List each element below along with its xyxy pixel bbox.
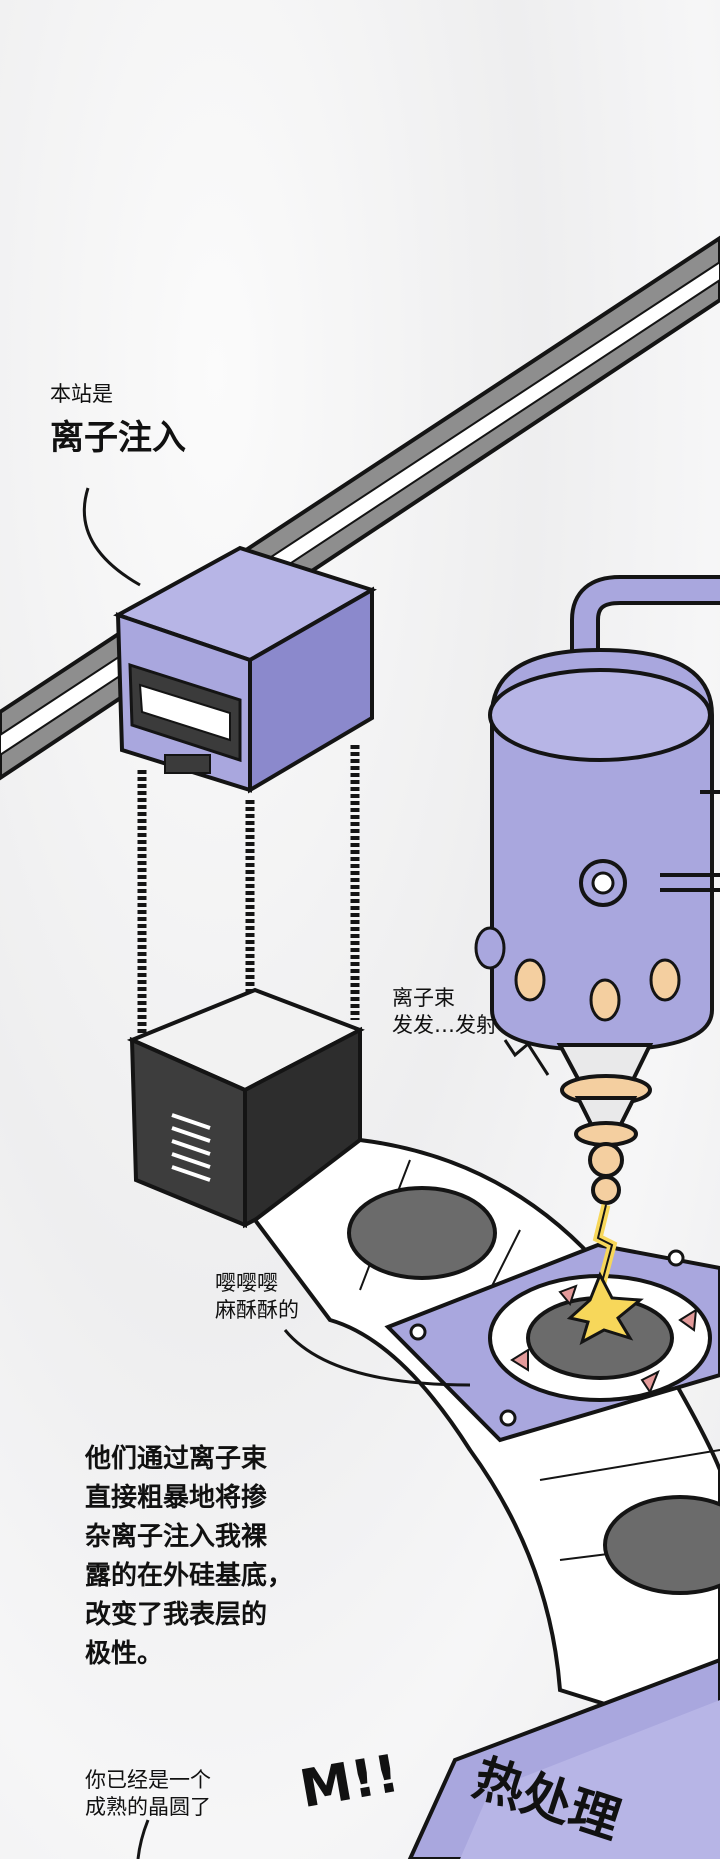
implant-stage — [384, 1242, 720, 1443]
speech-tail-tingle — [283, 1329, 471, 1387]
narration-text: 他们通过离子束 直接粗暴地将掺 杂离子注入我裸 露的在外硅基底， 改变了我表层的… — [85, 1444, 294, 1669]
implant-carrier — [113, 545, 377, 1229]
speech-tail-station — [82, 487, 141, 587]
station-prefix: 本站是 — [50, 382, 113, 406]
heat-treatment-sign — [407, 1657, 720, 1859]
ion-source — [474, 575, 720, 1346]
station-name: 离子注入 — [50, 418, 186, 458]
tingle-caption: 嘤嘤嘤 麻酥酥的 — [215, 1271, 299, 1322]
mature-caption: 你已经是一个 成熟的晶圆了 — [85, 1768, 211, 1819]
conveyor-belt — [252, 1137, 720, 1743]
speech-tail-beam — [503, 1039, 550, 1076]
ion-beam-caption: 离子束 发发…发射 — [392, 986, 497, 1037]
speech-tail-mature — [136, 1819, 150, 1859]
